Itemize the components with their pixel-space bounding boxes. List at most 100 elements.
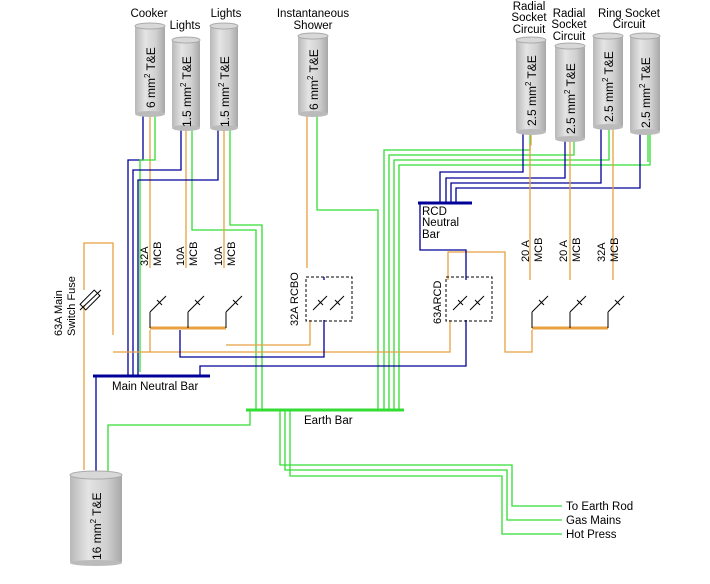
b5-kind: MCB <box>571 238 583 262</box>
main-cable-wires <box>95 376 251 475</box>
radial2-size: 2.5 mm <box>564 94 578 134</box>
ring-type: T&E <box>602 51 616 74</box>
rcbo-label: 32A RCBO <box>289 272 301 326</box>
b3-rating: 10A <box>213 246 225 266</box>
main-switch-fuse <box>79 289 102 311</box>
radial1-title-1: Radial <box>513 1 546 13</box>
main-sup: 2 <box>89 518 98 523</box>
live-feeds <box>83 242 533 470</box>
svg-text:6 mm2T&E: 6 mm2 T&E <box>143 47 158 108</box>
rcd-neutral-label-2: Neutral <box>422 217 459 229</box>
cable-cooker <box>134 22 166 117</box>
radial1-size: 2.5 mm <box>525 86 539 126</box>
lights1-sup: 2 <box>179 82 188 87</box>
earth-output-gas: Gas Mains <box>566 515 621 527</box>
main-type: T&E <box>90 493 104 516</box>
socket-neutral-wires <box>439 128 641 203</box>
cooker-sup: 2 <box>143 73 152 78</box>
b2-rating: 10A <box>175 246 187 266</box>
ring-size: 2.5 mm <box>602 82 616 122</box>
radial2-title-2: Socket <box>551 19 587 31</box>
mcb-switch-2 <box>187 295 205 328</box>
radial2-title-3: Circuit <box>553 31 586 43</box>
radial1-title-2: Socket <box>511 12 547 24</box>
ring-title-1: Ring Socket <box>598 8 661 20</box>
radial1-title-3: Circuit <box>513 24 546 36</box>
main-switch-line-2: Switch Fuse <box>66 276 78 336</box>
earth-output-wires <box>279 410 562 535</box>
lights2-sup: 2 <box>217 82 226 87</box>
radial1-sup: 2 <box>524 81 533 86</box>
earth-output-hotpress: Hot Press <box>566 529 617 541</box>
ring2-type: T&E <box>639 57 653 80</box>
svg-text:1.5 mm2T&E: 1.5 mm2 T&E <box>217 56 232 127</box>
shower-type: T&E <box>307 49 321 72</box>
socket-live-wires <box>529 128 614 280</box>
cable-main <box>69 470 123 566</box>
radial1-type: T&E <box>525 55 539 78</box>
shower-title-2: Shower <box>294 20 333 32</box>
socket-earth-wires <box>383 128 651 410</box>
radial2-type: T&E <box>564 63 578 86</box>
svg-text:2.5 mm2T&E: 2.5 mm2 T&E <box>563 63 578 134</box>
earth-bar-label: Earth Bar <box>304 415 353 427</box>
main-neutral-bar-label: Main Neutral Bar <box>112 381 198 393</box>
main-size: 16 mm <box>90 523 104 560</box>
lights2-size: 1.5 mm <box>218 87 232 127</box>
main-switch-line-1: 63A Main <box>53 290 65 336</box>
lights1-title: Lights <box>170 20 201 32</box>
lights1-type: T&E <box>180 56 194 79</box>
cable-radial-1 <box>515 36 547 135</box>
cooker-type: T&E <box>144 47 158 70</box>
cooker-size: 6 mm <box>144 78 158 108</box>
cable-lights-1 <box>171 36 201 131</box>
b4-rating: 20 A <box>520 239 532 262</box>
b1-rating: 32A <box>139 246 151 266</box>
lights1-size: 1.5 mm <box>180 87 194 127</box>
b5-rating: 20 A <box>558 239 570 262</box>
b6-rating: 32A <box>596 242 608 262</box>
b3-kind: MCB <box>226 242 238 266</box>
shower-wires <box>306 115 379 410</box>
cable-radial-2 <box>554 42 586 142</box>
svg-text:1.5 mm2T&E: 1.5 mm2 T&E <box>179 56 194 127</box>
cooker-wires <box>127 115 156 375</box>
ring2-size: 2.5 mm <box>639 88 653 128</box>
svg-text:16 mm2T&E: 16 mm2 T&E <box>89 493 104 560</box>
lights1-wires <box>132 128 257 410</box>
earth-output-rod: To Earth Rod <box>566 501 633 513</box>
shower-title-1: Instantaneous <box>277 8 350 20</box>
rcd-neutral-label-1: RCD <box>422 206 447 218</box>
mcb-switch-1 <box>149 295 167 328</box>
cable-lights-2 <box>209 22 239 131</box>
mcb-switch-4 <box>531 295 549 328</box>
mcb-switch-6 <box>607 295 625 328</box>
shower-sup: 2 <box>306 75 315 80</box>
ring-title-2: Circuit <box>613 19 646 31</box>
svg-text:2.5 mm2T&E: 2.5 mm2 T&E <box>524 55 539 126</box>
rcd-label: 63ARCD <box>432 281 444 324</box>
rcbo-device <box>305 276 353 322</box>
cable-shower <box>297 32 329 117</box>
svg-text:2.5 mm2T&E: 2.5 mm2 T&E <box>638 57 653 128</box>
ring2-sup: 2 <box>638 83 647 88</box>
lights2-title: Lights <box>211 8 242 20</box>
lights2-type: T&E <box>218 56 232 79</box>
radial2-sup: 2 <box>563 89 572 94</box>
cooker-title: Cooker <box>130 8 167 20</box>
svg-text:2.5 mm2T&E: 2.5 mm2 T&E <box>601 51 616 122</box>
b2-kind: MCB <box>188 242 200 266</box>
mcb-switch-5 <box>569 295 587 328</box>
lights2-wires <box>137 128 263 410</box>
b1-kind: MCB <box>152 242 164 266</box>
b4-kind: MCB <box>533 238 545 262</box>
mcb-switch-3 <box>225 295 243 328</box>
shower-size: 6 mm <box>307 80 321 110</box>
ring-sup: 2 <box>601 77 610 82</box>
cable-ring-2 <box>629 32 661 135</box>
cable-ring-1 <box>592 32 624 130</box>
svg-text:6 mm2T&E: 6 mm2 T&E <box>306 49 321 110</box>
radial2-title-1: Radial <box>553 8 586 20</box>
